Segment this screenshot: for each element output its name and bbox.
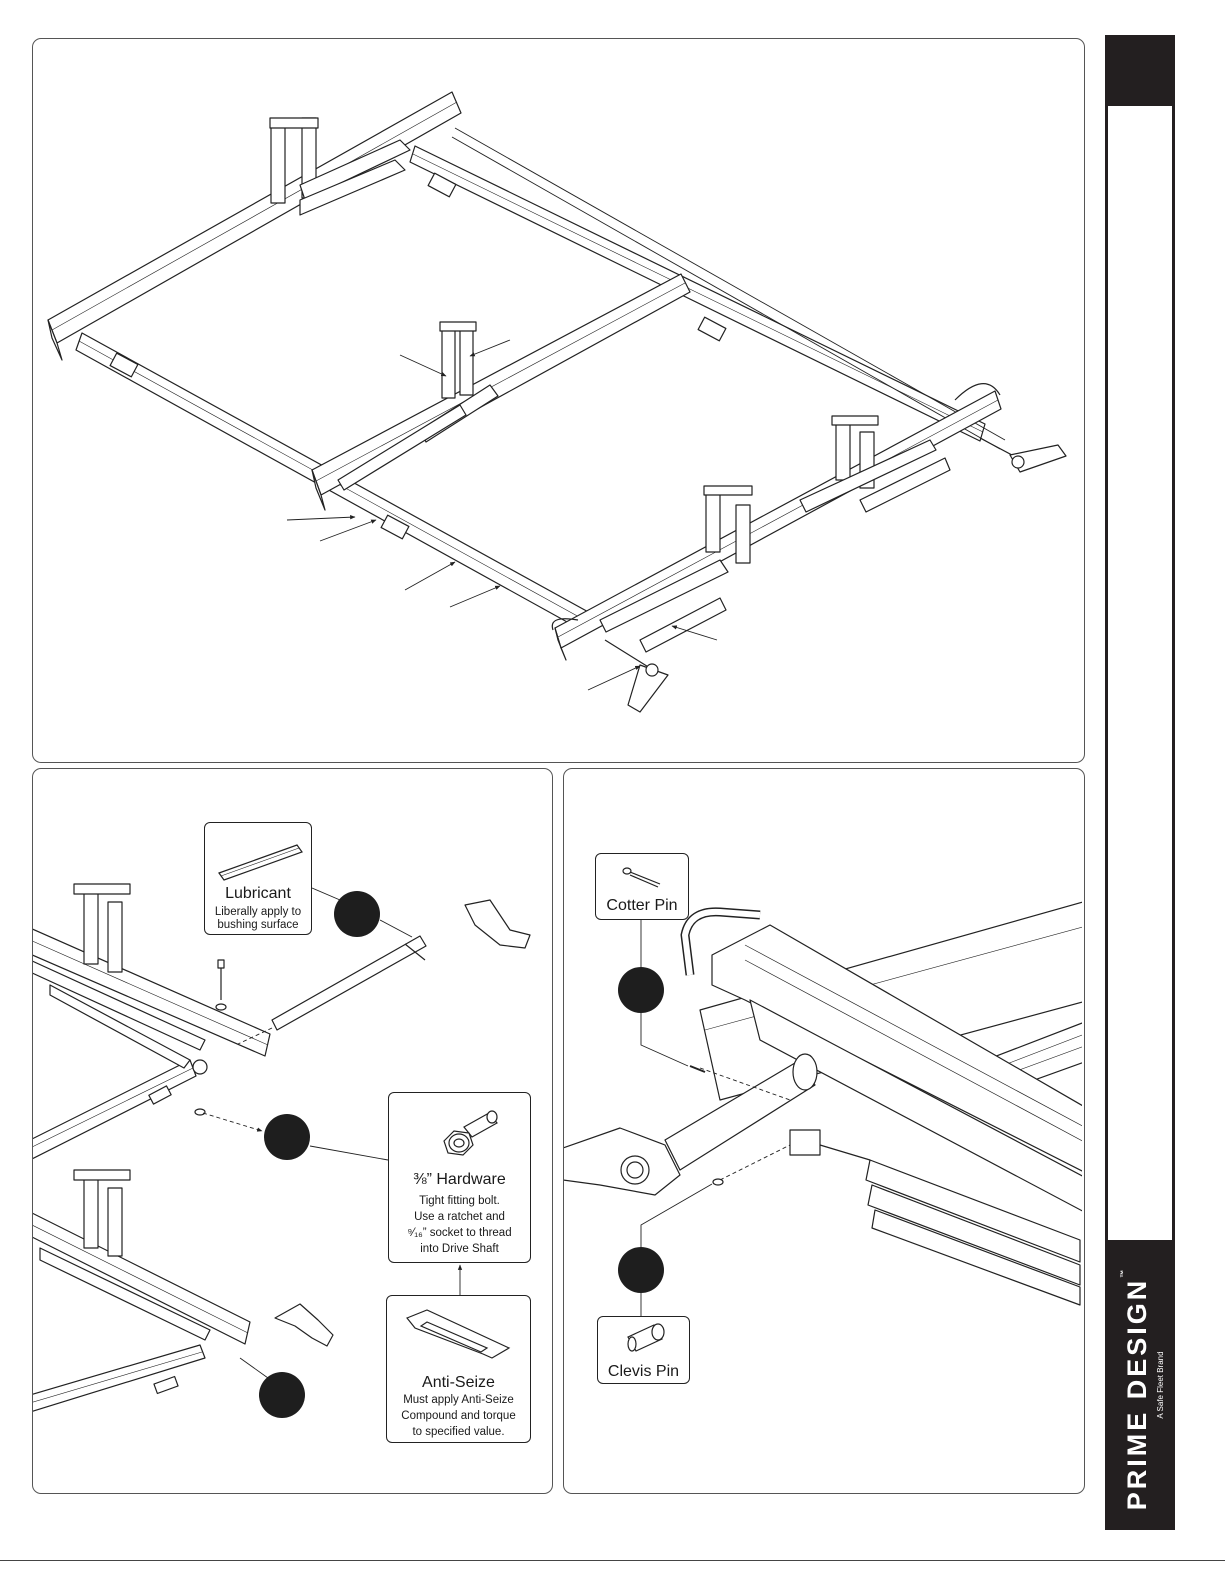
clevis-bracket bbox=[790, 1130, 870, 1160]
brand-tagline: A Safe Fleet Brand bbox=[1155, 1315, 1167, 1455]
hex-bolt-upper bbox=[216, 960, 226, 1010]
anti-seize-packet-icon bbox=[387, 1296, 532, 1368]
step-marker-clevis-pin bbox=[618, 1247, 664, 1293]
cotter-pin-callout: Cotter Pin bbox=[595, 853, 689, 920]
rear-drive-shaft bbox=[455, 128, 1005, 440]
footer-rule bbox=[0, 1560, 1225, 1561]
hardware-line: Use a ratchet and bbox=[389, 1210, 530, 1224]
front-handle bbox=[605, 640, 668, 712]
side-rail-lower bbox=[30, 1345, 205, 1412]
lubricant-title: Lubricant bbox=[205, 885, 311, 903]
step-marker-cotter-pin bbox=[618, 967, 664, 1013]
anti-seize-line: to specified value. bbox=[387, 1425, 530, 1439]
side-rail-upper bbox=[30, 1060, 196, 1160]
rear-crossbar bbox=[48, 92, 461, 343]
anti-seize-line: Compound and torque bbox=[387, 1409, 530, 1423]
step-marker-anti-seize bbox=[259, 1372, 305, 1418]
handle-lower bbox=[275, 1304, 333, 1346]
sidebar-strip bbox=[1105, 106, 1175, 1240]
clevis-pin-callout: Clevis Pin bbox=[597, 1316, 690, 1384]
hardware-callout: ⅜” Hardware Tight fitting bolt. Use a ra… bbox=[388, 1092, 531, 1263]
lubricant-tube-icon bbox=[205, 823, 313, 883]
hardware-line: Tight fitting bolt. bbox=[389, 1194, 530, 1208]
drive-shaft-end bbox=[563, 1054, 817, 1195]
hardware-line: ⁹⁄₁₆” socket to thread bbox=[389, 1226, 530, 1240]
lubricant-line: Liberally apply to bbox=[205, 905, 311, 919]
hardware-title: ⅜” Hardware bbox=[389, 1171, 530, 1189]
clevis-pin-icon bbox=[598, 1317, 691, 1361]
brand-logo: PRIME DESIGN™ bbox=[1117, 1260, 1157, 1520]
brand-block: PRIME DESIGN™ A Safe Fleet Brand bbox=[1105, 1240, 1175, 1530]
anti-seize-line: Must apply Anti-Seize bbox=[387, 1393, 530, 1407]
step-marker-lubricant bbox=[334, 891, 380, 937]
brand-name: PRIME DESIGN bbox=[1122, 1278, 1152, 1511]
rack-overview-drawing bbox=[48, 92, 1066, 712]
cotter-pin-icon bbox=[596, 854, 690, 894]
anti-seize-title: Anti-Seize bbox=[387, 1374, 530, 1392]
middle-ladder-stop bbox=[338, 322, 498, 490]
step-marker-hardware bbox=[264, 1114, 310, 1160]
front-ladder-stop-left bbox=[600, 486, 752, 632]
lubricant-line: bushing surface bbox=[205, 918, 311, 932]
cotter-pin-label: Cotter Pin bbox=[596, 897, 688, 915]
hex-bolt-icon bbox=[389, 1093, 532, 1173]
anti-seize-callout: Anti-Seize Must apply Anti-Seize Compoun… bbox=[386, 1295, 531, 1443]
lubricant-callout: Lubricant Liberally apply to bushing sur… bbox=[204, 822, 312, 935]
clevis-pin-part bbox=[713, 1179, 723, 1185]
rear-handle bbox=[980, 438, 1066, 472]
trademark-symbol: ™ bbox=[1119, 1270, 1128, 1278]
sidebar-tab-block bbox=[1105, 35, 1175, 106]
hardware-line: into Drive Shaft bbox=[389, 1242, 530, 1256]
crossbar-upper bbox=[30, 928, 270, 1056]
crossbar-lower bbox=[30, 1212, 250, 1344]
clevis-pin-label: Clevis Pin bbox=[598, 1363, 689, 1381]
